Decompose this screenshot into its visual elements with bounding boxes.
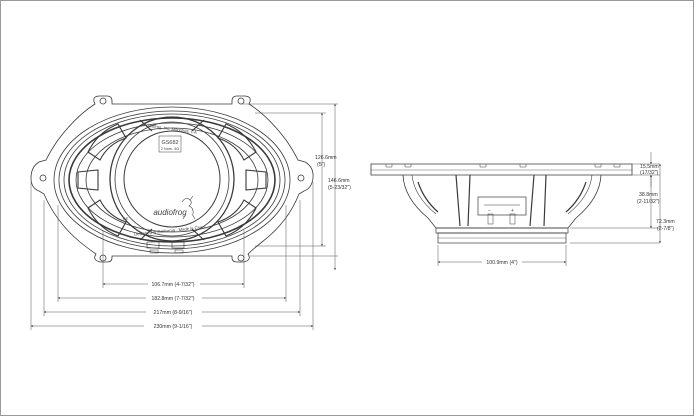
- side-dimension-lines: [437, 152, 661, 266]
- front-view: [30, 95, 314, 263]
- dim-72-mm: 72.3mm: [656, 219, 675, 225]
- dim-72-in: (2-7/8"): [657, 226, 674, 232]
- gasket-ring: [53, 106, 291, 254]
- screw-hole: [99, 97, 107, 105]
- brand-logo-text: audiofrog: [153, 208, 187, 217]
- model-text: GS682: [161, 140, 178, 146]
- svg-text:+: +: [511, 208, 514, 214]
- svg-text:−: −: [488, 208, 491, 214]
- ce-mark: CE: [123, 216, 129, 221]
- dim-182: 182.8mm (7-7/32"): [151, 296, 194, 302]
- basket-windows: [77, 119, 267, 241]
- screw-hole: [39, 174, 47, 182]
- dim-100: 100.9mm (4"): [486, 260, 518, 266]
- terminal-block: [477, 196, 527, 216]
- frog-logo-icon: [181, 195, 196, 220]
- model-label-box: [158, 135, 182, 153]
- terminal: [146, 241, 160, 249]
- cone: [123, 130, 221, 228]
- surround-outer: [109, 116, 235, 242]
- dim-15-in: (17/32"): [640, 170, 659, 176]
- basket-body: [402, 174, 602, 229]
- terminal: [171, 241, 185, 249]
- dim-38-in: (2-11/32"): [637, 199, 660, 205]
- dim-217: 217mm (8-9/16"): [154, 310, 193, 316]
- dim-106: 106.7mm (4-7/32"): [151, 282, 194, 288]
- screw-hole: [297, 174, 305, 182]
- dim-38-mm: 38.8mm: [639, 192, 658, 198]
- basket-frame: [68, 117, 276, 243]
- dim-146-mm: 146.6mm: [328, 178, 350, 184]
- side-flange: [370, 163, 633, 176]
- screw-hole: [237, 254, 245, 262]
- magnet-plate: [435, 227, 569, 234]
- dim-146-in: (5-23/32"): [328, 185, 351, 191]
- surround-inner: [114, 121, 230, 237]
- basket-rib: [455, 174, 471, 227]
- impedance-text: 2 Nom. 4Ω: [161, 147, 179, 151]
- mounting-flange: [30, 95, 314, 263]
- screw-hole: [237, 97, 245, 105]
- dim-230: 230mm (9-1/16"): [154, 324, 193, 330]
- dim-15-mm: 15.5mm: [640, 164, 659, 170]
- dim-126-mm: 126.6mm: [315, 155, 337, 161]
- dim-126-in: (5"): [317, 162, 325, 168]
- side-view: − +: [370, 163, 633, 244]
